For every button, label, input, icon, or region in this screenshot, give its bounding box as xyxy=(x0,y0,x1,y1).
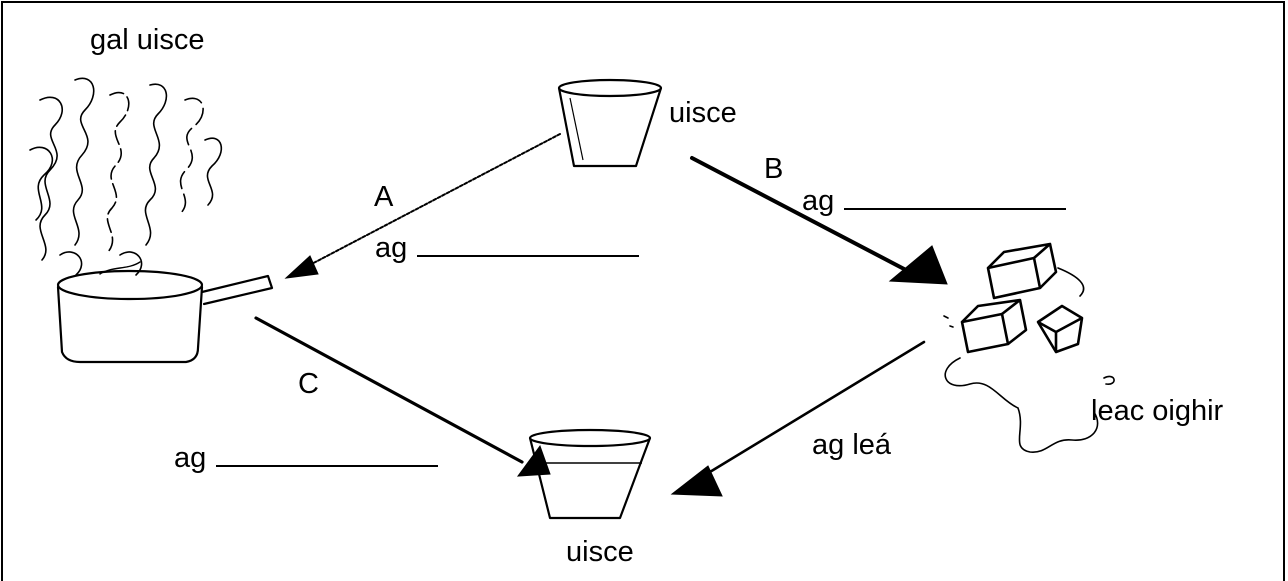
steam-label: gal uisce xyxy=(90,24,205,56)
arrow-c-blank[interactable] xyxy=(216,443,439,467)
arrows xyxy=(254,133,948,497)
arrow-b-letter: B xyxy=(764,153,784,185)
melting-label: ag leá xyxy=(812,429,892,461)
saucepan-drawing xyxy=(56,261,274,364)
arrow-c-answer: ag xyxy=(174,442,439,474)
bottom-cup-drawing xyxy=(528,428,652,520)
arrow-c-prefix: ag xyxy=(174,442,207,474)
ice-label: leac oighir xyxy=(1091,395,1224,427)
ice-cubes-drawing xyxy=(960,242,1084,354)
arrow-a-prefix: ag xyxy=(375,232,408,264)
arrow-b-blank[interactable] xyxy=(844,186,1067,210)
top-cup-drawing xyxy=(557,78,663,168)
arrow-a-blank[interactable] xyxy=(417,233,640,257)
arrow-a-answer: ag xyxy=(375,232,640,264)
arrow-b-prefix: ag xyxy=(802,185,835,217)
puddle-drawing xyxy=(943,267,1115,453)
arrow-c-letter: C xyxy=(298,368,319,400)
arrow-b-answer: ag xyxy=(802,185,1067,217)
bottom-water-label: uisce xyxy=(566,536,634,568)
top-water-label: uisce xyxy=(669,97,737,129)
arrow-a-letter: A xyxy=(374,181,394,213)
steam-drawing xyxy=(29,77,223,276)
